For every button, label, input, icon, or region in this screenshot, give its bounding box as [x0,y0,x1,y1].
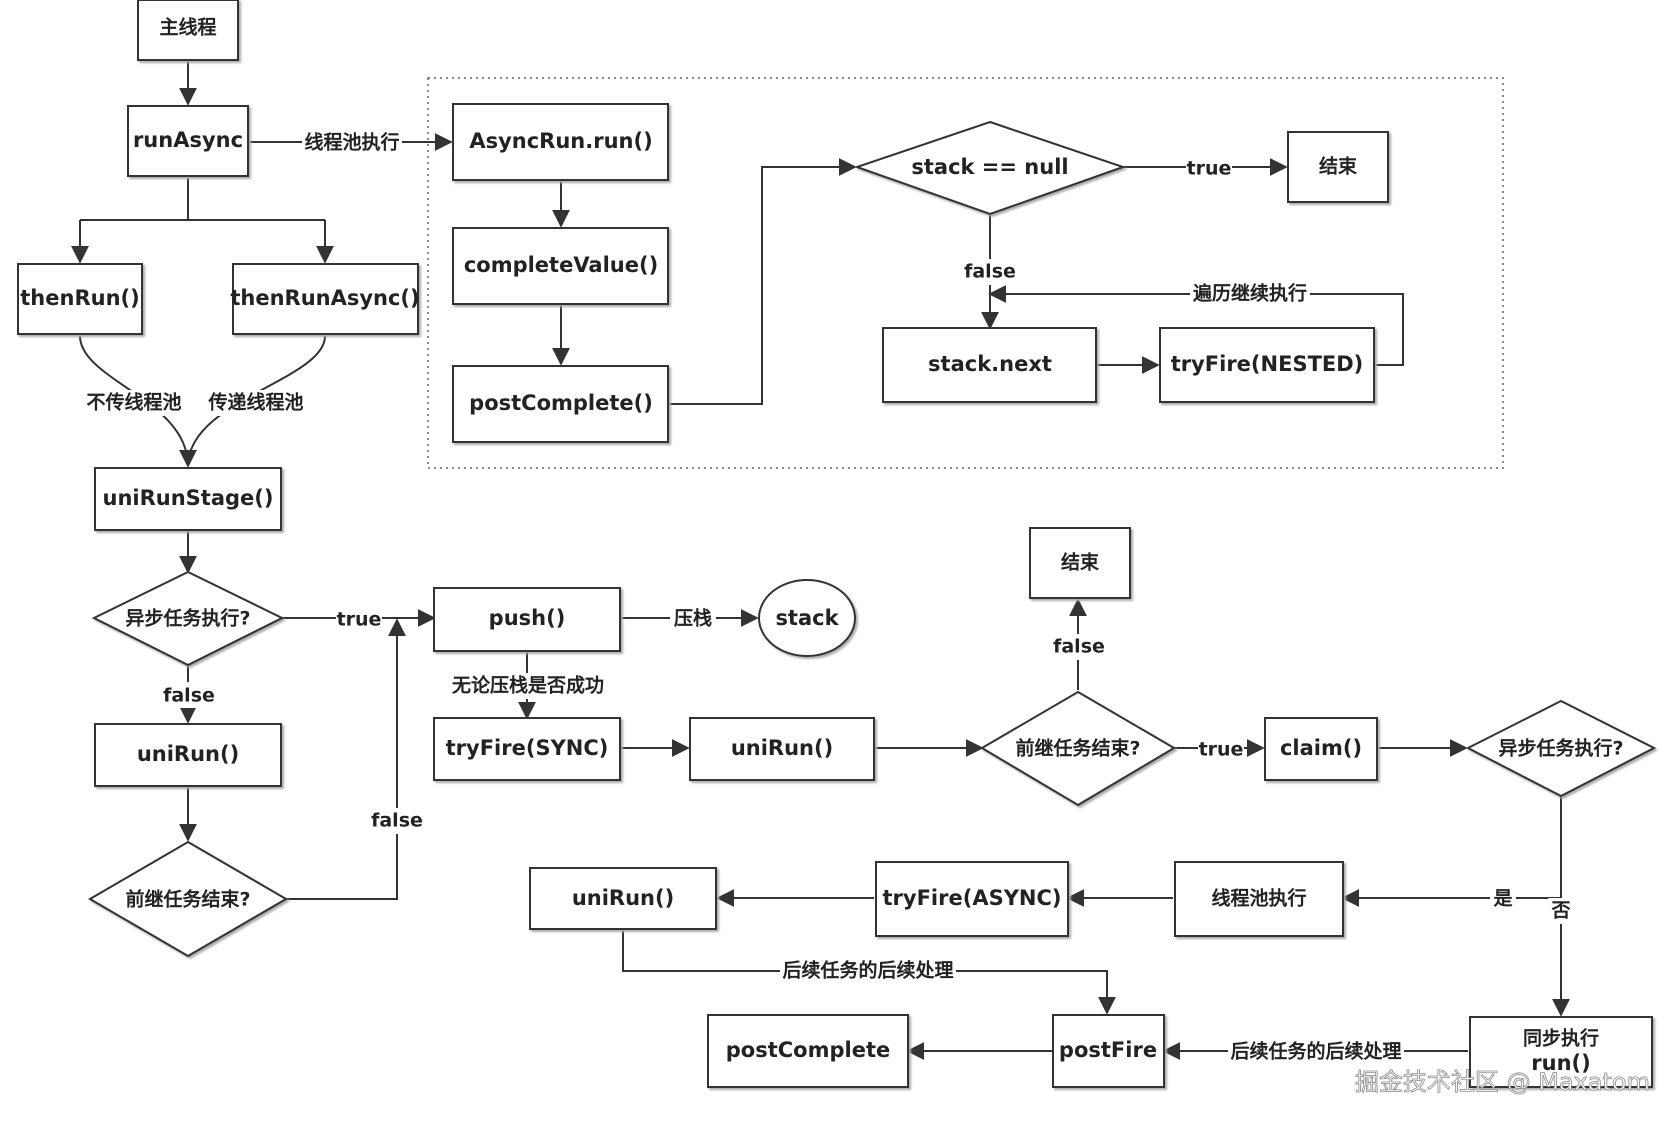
node-uni-run-3-label: uniRun() [572,886,674,910]
node-try-fire-async [875,861,1069,937]
node-then-run-label: thenRun() [20,286,139,310]
node-claim-label: claim() [1280,736,1362,760]
node-uni-run-3 [529,867,717,930]
node-sync-exec-label: 同步执行 [1523,1027,1599,1050]
node-sync-exec [1469,1016,1653,1088]
edge-label-false-4: false [1053,636,1105,658]
node-async-check-1-label: 异步任务执行? [125,607,250,630]
edge-label-no: 否 [1550,900,1570,922]
node-stack [758,579,856,657]
node-uni-run-1-label: uniRun() [137,742,239,766]
edge-label-true-3: true [1199,739,1244,761]
node-try-fire-nested-label: tryFire(NESTED) [1171,352,1364,376]
node-async-run-run [452,103,669,181]
node-run-async [127,105,249,177]
node-async-check-2-label: 异步任务执行? [1498,737,1623,760]
node-stack-label: stack [775,606,839,630]
node-pool-exec [1174,861,1344,937]
node-post-fire [1052,1014,1165,1088]
node-complete-value [452,227,669,305]
node-push-label: push() [489,606,566,630]
edge-label-false-2: false [371,810,423,832]
edge-label-false-3: false [964,261,1016,283]
node-stack-null-label: stack == null [911,155,1068,179]
edge-postcomplete-to-stacknull [668,158,857,405]
edge-runasync-split [80,178,325,221]
edge-label-followup-1: 后续任务的后续处理 [782,959,953,982]
node-try-fire-sync-label: tryFire(SYNC) [446,736,609,760]
edge-label-regardless: 无论压栈是否成功 [452,674,604,697]
node-pred-done-2-label: 前继任务结束? [1015,737,1140,760]
edge-label-true-1: true [337,609,382,631]
node-claim [1264,717,1378,781]
node-end-2-label: 结束 [1061,551,1100,574]
node-complete-value-label: completeValue() [464,253,658,277]
edge-label-pool-exec: 线程池执行 [304,131,399,154]
node-post-complete-2 [707,1014,909,1088]
node-post-complete-1 [452,365,669,443]
edge-label-pass-pool: 传递线程池 [207,391,303,414]
node-async-run-run-label: AsyncRun.run() [469,129,652,153]
node-try-fire-async-label: tryFire(ASYNC) [883,886,1062,910]
node-pred-done-1 [88,840,288,958]
node-uni-run-2-label: uniRun() [731,736,833,760]
node-end-2 [1029,527,1131,599]
node-post-complete-1-label: postComplete() [469,391,653,415]
node-main-thread-label: 主线程 [159,16,216,39]
node-pred-done-1-label: 前继任务结束? [125,888,250,911]
edge-label-true-2: true [1187,158,1232,180]
node-stack-next-label: stack.next [928,352,1052,376]
node-stack-null [853,120,1127,216]
node-end-1-label: 结束 [1319,155,1358,178]
node-async-check-1 [91,570,285,667]
node-main-thread [137,0,239,61]
node-try-fire-nested [1159,327,1375,403]
edge-label-followup-2: 后续任务的后续处理 [1230,1040,1401,1063]
edge-preddone1-false-loop [286,618,406,900]
node-run-async-label: runAsync [133,128,243,152]
watermark-text: 掘金技术社区 @ Maxatom [1355,1068,1650,1096]
node-uni-run-stage [94,467,282,531]
node-then-run-async-label: thenRunAsync() [230,286,419,310]
node-post-fire-label: postFire [1059,1038,1157,1062]
node-post-complete-2-label: postComplete [726,1038,890,1062]
edge-label-push-stack: 压栈 [674,607,712,630]
node-end-1 [1287,131,1389,203]
edge-label-false-1: false [163,685,215,707]
edge-label-yes: 是 [1493,888,1512,910]
node-uni-run-stage-label: uniRunStage() [103,486,274,510]
node-pool-exec-label: 线程池执行 [1211,887,1306,910]
node-sync-run-label: run() [1531,1051,1590,1075]
node-uni-run-1 [94,723,282,787]
node-push [433,587,621,652]
edge-label-traverse: 遍历继续执行 [1192,282,1307,305]
node-then-run [17,263,143,335]
node-stack-next [882,327,1097,403]
node-async-check-2 [1465,699,1657,798]
node-uni-run-2 [689,717,875,781]
edge-label-no-pool: 不传线程池 [86,391,181,414]
edge-asynccheck2-to-poolexec [1341,796,1562,907]
node-then-run-async [232,263,419,335]
node-pred-done-2 [980,690,1176,807]
node-try-fire-sync [433,717,621,781]
